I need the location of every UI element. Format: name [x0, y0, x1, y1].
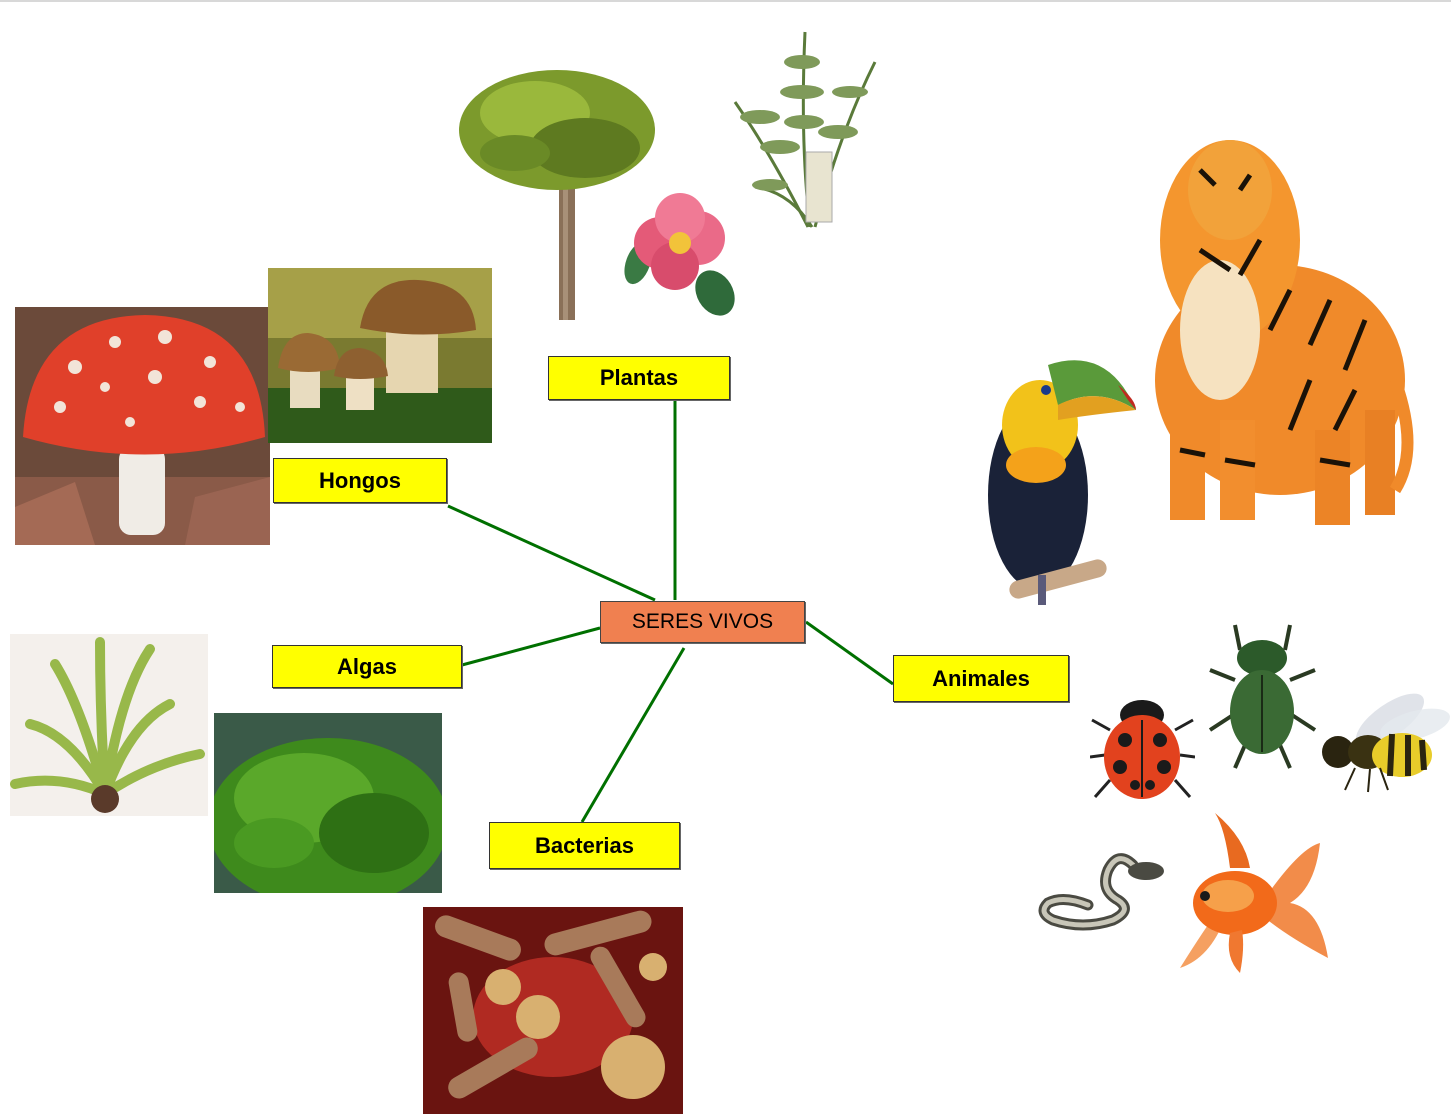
- porcini-mushrooms-image: [268, 268, 492, 443]
- connector-animales: [806, 622, 893, 684]
- node-algas: Algas: [272, 645, 462, 688]
- node-bacterias: Bacterias: [489, 822, 680, 869]
- snake-image: [1038, 845, 1166, 933]
- fern-image: [730, 22, 890, 232]
- green-algae-image: [214, 713, 442, 893]
- center-node-seres-vivos: SERES VIVOS: [600, 601, 805, 643]
- beetle-image: [1205, 620, 1320, 770]
- node-hongos: Hongos: [273, 458, 447, 503]
- goldfish-image: [1170, 808, 1330, 978]
- flower-image: [620, 188, 740, 323]
- connector-algas: [462, 628, 600, 665]
- node-animales: Animales: [893, 655, 1069, 702]
- toucan-image: [978, 345, 1138, 615]
- seaweed-image: [10, 634, 208, 816]
- tiger-image: [1140, 130, 1415, 530]
- node-plantas: Plantas: [548, 356, 730, 400]
- ladybug-image: [1090, 685, 1195, 805]
- connector-bacterias: [582, 648, 684, 822]
- bee-image: [1310, 690, 1451, 795]
- fly-agaric-mushroom-image: [15, 307, 270, 545]
- connector-hongos: [448, 506, 655, 600]
- bacteria-image: [423, 907, 683, 1114]
